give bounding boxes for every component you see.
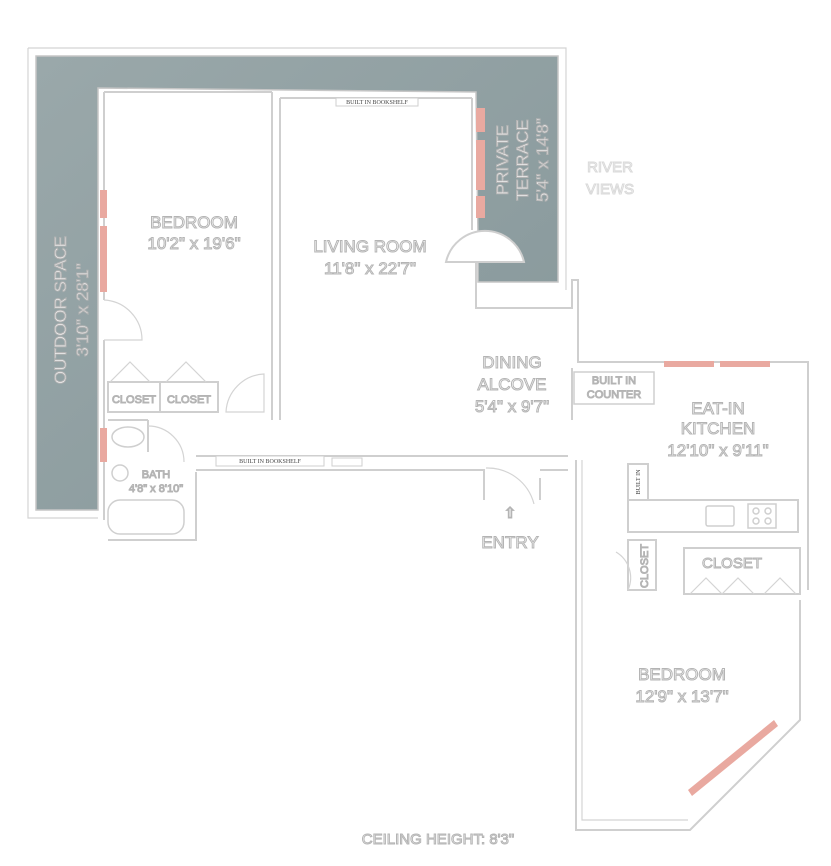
window-terrace-2: [476, 140, 485, 190]
toilet-icon: [111, 426, 145, 448]
window-bedroom1-1: [100, 190, 107, 218]
kitchen-line1: EAT-IN: [691, 399, 745, 418]
window-bedroom1-2: [100, 226, 107, 292]
entry-label: ENTRY: [481, 533, 538, 552]
bedroom-closet-door: [225, 373, 265, 413]
kitchen-counter: [627, 463, 799, 533]
bookshelf-hall-label: BUILT IN BOOKSHELF: [239, 459, 301, 465]
dining-line1: DINING: [482, 353, 542, 372]
outdoor-boundary-left: [27, 48, 98, 519]
outdoor-space-name: OUTDOOR SPACE: [51, 236, 70, 384]
bedroom1-name: BEDROOM: [150, 213, 238, 232]
counter-line2: COUNTER: [587, 389, 641, 401]
bathtub-icon: [107, 499, 185, 535]
kitchen-line2: KITCHEN: [681, 419, 756, 438]
terrace-dims: 5'4" x 14'8": [533, 118, 552, 202]
window-kitchen-1: [664, 361, 714, 367]
outdoor-space-dims: 3'10" x 28'1": [73, 263, 92, 356]
bedroom2-name: BEDROOM: [638, 665, 726, 684]
window-kitchen-2: [720, 361, 770, 367]
bedroom1-dims: 10'2" x 19'6": [147, 234, 240, 253]
river-views-line2: VIEWS: [586, 181, 634, 198]
bookshelf-hall: [215, 455, 325, 467]
closet-small-bedroom2: [627, 539, 657, 591]
terrace-name: PRIVATE: [493, 125, 512, 195]
bedroom2-dims: 12'9" x 13'7": [635, 687, 728, 706]
entry-door: [485, 467, 535, 505]
closet-doors: [109, 361, 207, 383]
closet-bedroom2-doors: [689, 577, 797, 595]
closet-small-door: [615, 551, 632, 591]
label-outdoor-space: OUTDOOR SPACE 3'10" x 28'1": [51, 236, 93, 385]
bookshelf-top-label: BUILT IN BOOKSHELF: [346, 100, 408, 106]
kitchen-dims: 12'10" x 9'11": [667, 441, 768, 460]
closets-bedroom1: [107, 381, 219, 413]
river-views-line1: RIVER: [587, 159, 633, 176]
window-bath: [100, 428, 107, 462]
window-terrace-1: [476, 108, 485, 132]
closet-c-label: CLOSET: [702, 555, 762, 572]
bath-walls: [108, 419, 197, 541]
stove-icon: [747, 503, 777, 529]
label-built-in-small: BUILT IN: [636, 469, 642, 495]
label-closet-d: CLOSET: [639, 543, 652, 588]
sink-icon: [111, 464, 129, 482]
hall-small-niche: [331, 457, 363, 467]
dining-dims: 5'4" x 9'7": [475, 397, 549, 416]
counter-line1: BUILT IN: [592, 375, 636, 387]
closet-d-label: CLOSET: [639, 544, 651, 588]
entry-jambs: [483, 470, 541, 500]
entry-arrow: ⇧: [504, 505, 517, 522]
label-private-terrace: PRIVATE TERRACE 5'4" x 14'8": [493, 118, 553, 203]
bedroom2-walls: [575, 460, 801, 831]
closet-a-label: CLOSET: [112, 394, 156, 406]
bath-dims: 4'8" x 8'10": [129, 483, 183, 495]
living-room-name: LIVING ROOM: [313, 237, 426, 256]
living-room-dims: 11'8" x 22'7": [324, 259, 416, 278]
window-terrace-3: [476, 196, 485, 218]
bath-door: [147, 425, 185, 463]
bookshelf-top: [335, 97, 419, 107]
kitchen-sink-icon: [705, 505, 735, 527]
closet-b-label: CLOSET: [167, 394, 211, 406]
window-bedroom2: [688, 720, 778, 796]
bedroom2-inner: [581, 460, 688, 821]
bedroom1-door: [103, 299, 143, 341]
closet-bedroom2: [683, 547, 801, 595]
dining-line2: ALCOVE: [478, 375, 547, 394]
terrace-name2: TERRACE: [513, 119, 532, 200]
bath-name: BATH: [142, 469, 171, 481]
built-in-small-label: BUILT IN: [636, 469, 642, 495]
outdoor-boundary: [28, 47, 567, 290]
terrace-door: [444, 229, 526, 263]
ceiling-height: CEILING HEIGHT: 8'3": [362, 831, 514, 848]
built-in-counter-box: [573, 371, 655, 405]
